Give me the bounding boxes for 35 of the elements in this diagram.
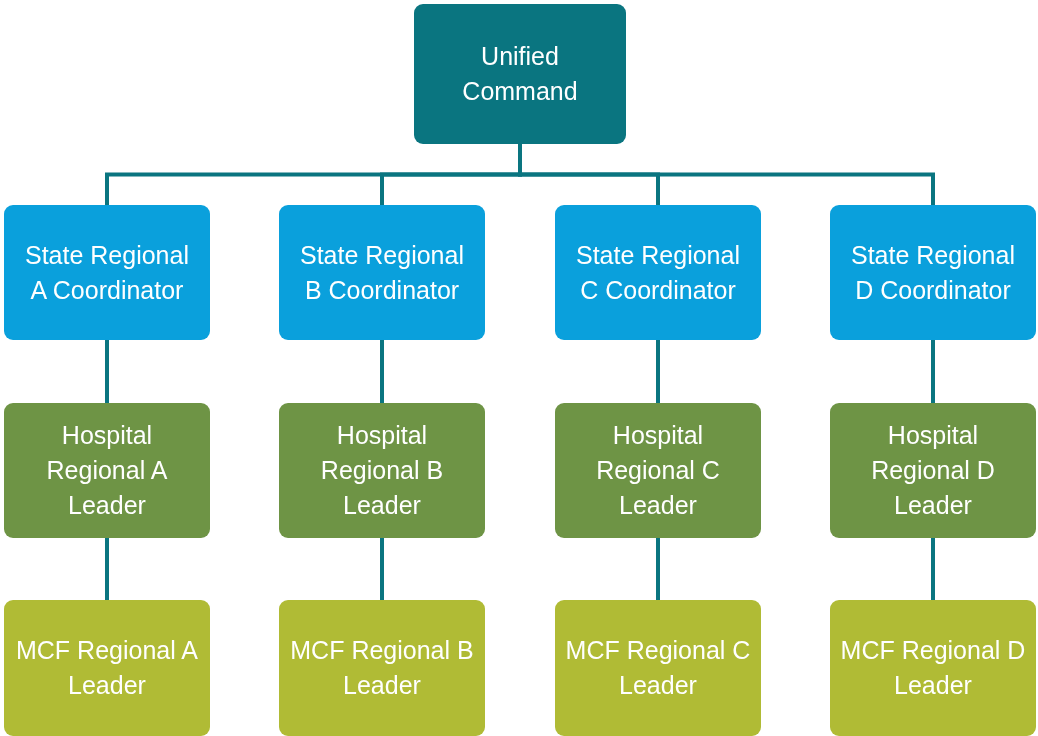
connector-line [380, 538, 384, 600]
role-box [279, 600, 485, 736]
box-label: State Regional A Coordinator [24, 239, 190, 306]
role-box [555, 205, 761, 340]
role-box [830, 600, 1036, 736]
role-box [555, 403, 761, 538]
role-box [4, 205, 210, 340]
box-label: Hospital Regional D Leader [870, 420, 996, 521]
role-box [279, 205, 485, 340]
box-label: MCF Regional D Leader [840, 635, 1026, 701]
connector-line [105, 538, 109, 600]
connector-line [931, 340, 935, 403]
connector-line [656, 340, 660, 403]
box-label: MCF Regional C Leader [565, 635, 751, 701]
connector-line [931, 538, 935, 600]
role-box [4, 600, 210, 736]
box-label: MCF Regional A Leader [15, 635, 199, 701]
connector-line [105, 340, 109, 403]
box-label: MCF Regional B Leader [289, 635, 475, 701]
connector-line [380, 340, 384, 403]
role-box [830, 403, 1036, 538]
role-box [279, 403, 485, 538]
box-label: Unified Command [461, 41, 579, 107]
connector-line [656, 538, 660, 600]
box-label: State Regional B Coordinator [299, 239, 465, 306]
command-box [414, 4, 626, 144]
role-box [830, 205, 1036, 340]
connector-line [518, 144, 935, 205]
box-label: Hospital Regional C Leader [595, 420, 721, 521]
role-box [555, 600, 761, 736]
box-label: Hospital Regional A Leader [45, 420, 169, 521]
box-label: State Regional D Coordinator [850, 239, 1016, 306]
box-label: State Regional C Coordinator [575, 239, 741, 306]
role-box [4, 403, 210, 538]
box-label: Hospital Regional B Leader [319, 420, 445, 521]
